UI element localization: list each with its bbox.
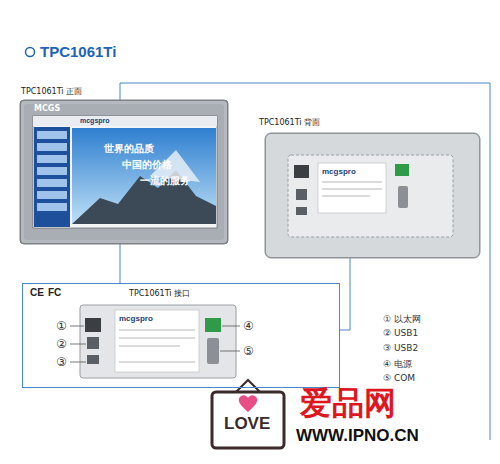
nameplate-line <box>119 362 195 363</box>
ethernet-port <box>85 318 101 332</box>
slogan: 世界的品质 <box>104 142 154 156</box>
front-bezel-inner <box>24 104 224 240</box>
title-bullet <box>26 48 35 57</box>
sign-hanger <box>236 380 260 392</box>
interface-view: TPC1061Ti 接口 <box>22 283 340 388</box>
port-key: ⑤ COM <box>383 373 415 383</box>
view-caption: TPC1061Ti 正面 <box>21 88 82 97</box>
callout-number: ② <box>56 337 67 351</box>
screen-header <box>33 116 217 126</box>
heart <box>239 395 257 412</box>
brand-text: mcgspro <box>322 167 356 176</box>
callout-number: ④ <box>243 319 254 333</box>
com-port <box>398 186 408 208</box>
front-bezel <box>20 100 228 244</box>
leader-line <box>70 326 84 327</box>
leader-line <box>220 351 240 352</box>
connector-line <box>340 258 350 330</box>
nameplate-line <box>119 346 180 347</box>
power-terminal <box>205 318 221 332</box>
power-terminal <box>395 164 409 176</box>
port-key: ③ USB2 <box>383 343 418 353</box>
menu-item <box>37 167 67 175</box>
nameplate-line <box>322 189 382 190</box>
leader-line <box>222 326 240 327</box>
front-screen <box>33 116 217 228</box>
port-key: ② USB1 <box>383 328 418 338</box>
callout-number: ⑤ <box>243 344 254 358</box>
back-housing <box>265 133 480 258</box>
title: TPC1061Ti <box>40 43 116 60</box>
nameplate <box>318 163 386 213</box>
usb-port <box>296 207 307 215</box>
leader-line <box>70 344 86 345</box>
cert-mark: CE <box>30 287 44 298</box>
nameplate-line <box>119 338 195 339</box>
view-caption: TPC1061Ti 背面 <box>259 119 320 128</box>
sign-board <box>212 392 284 448</box>
menu-item <box>37 155 67 163</box>
leader-line <box>70 362 86 363</box>
nameplate-line <box>322 196 370 197</box>
callout-number: ③ <box>56 355 67 369</box>
screen-menu <box>34 127 70 227</box>
back-view: TPC1061Ti 背面 <box>265 133 480 258</box>
nameplate-line <box>322 182 382 183</box>
cert-mark: FC <box>48 287 61 298</box>
view-caption: TPC1061Ti 接口 <box>129 290 190 299</box>
slogan: 一流的服务 <box>140 174 190 188</box>
slogan: 中国的价格 <box>122 158 172 172</box>
port-key: ④ 电源 <box>383 358 412 371</box>
front-view: TPC1061Ti 正面 <box>20 100 228 244</box>
brand-text: mcgspro <box>80 117 110 124</box>
menu-item <box>37 131 67 139</box>
menu-item <box>37 203 67 211</box>
nameplate-line <box>119 330 195 331</box>
port-key: ① 以太网 <box>383 313 421 326</box>
connector <box>340 258 350 330</box>
connector <box>120 244 121 283</box>
brand-text: mcgspro <box>119 314 153 323</box>
nameplate <box>115 310 199 372</box>
menu-item <box>37 143 67 151</box>
usb-port <box>296 189 307 200</box>
watermark: WWW.IPNO.CN <box>296 426 419 446</box>
callout-number: ① <box>56 319 67 333</box>
menu-item <box>37 179 67 187</box>
back-panel <box>288 155 453 237</box>
brand-text: MCGS <box>34 104 60 113</box>
ethernet-port <box>294 165 309 178</box>
watermark: 爱品网 <box>300 382 396 426</box>
com-port <box>207 338 219 364</box>
usb-port <box>87 337 99 349</box>
watermark: LOVE <box>224 414 270 434</box>
usb-port <box>87 355 99 364</box>
connector-line <box>120 244 121 283</box>
interface-panel <box>80 305 236 378</box>
screen-picture <box>72 128 216 224</box>
menu-item <box>37 191 67 199</box>
